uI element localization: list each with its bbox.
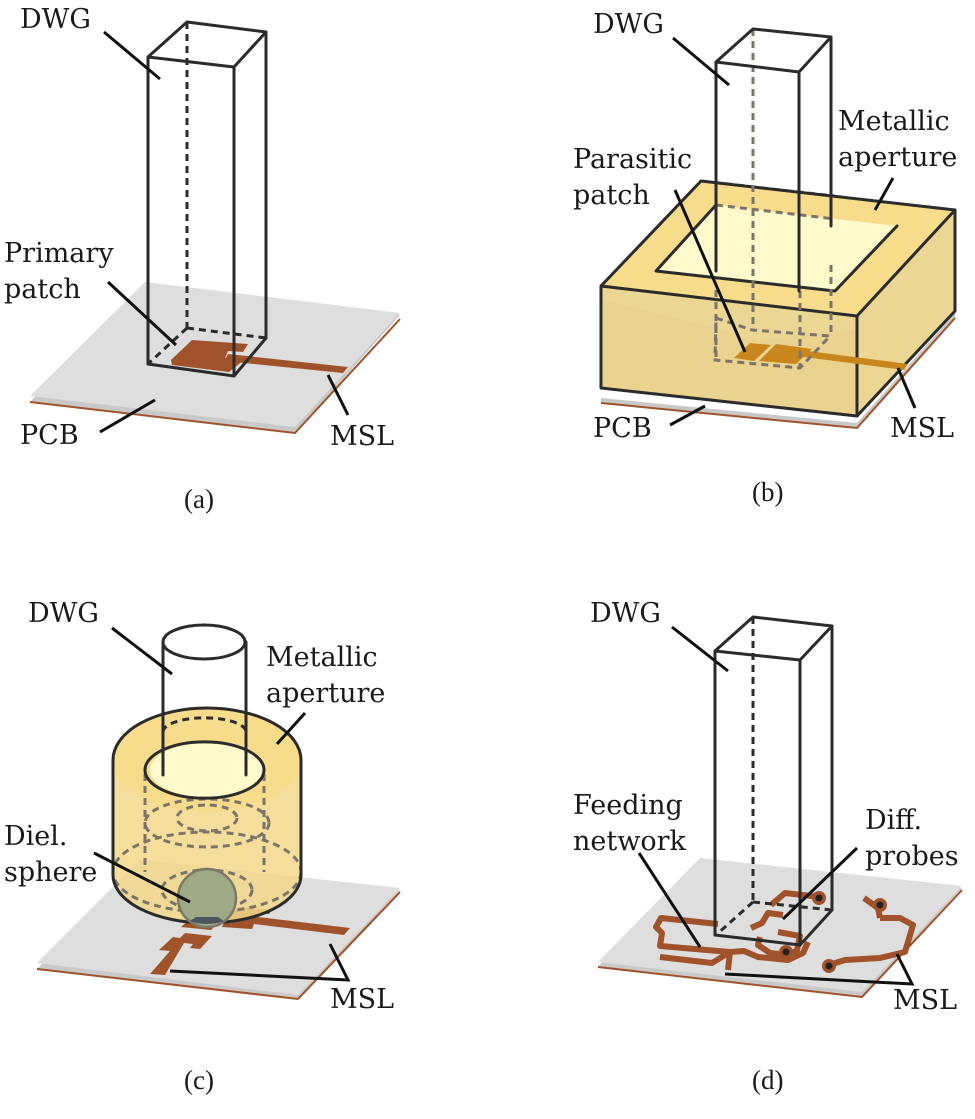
leader-dwg [671, 625, 729, 673]
label-dwg: DWG [593, 9, 664, 40]
label-parasitic-line2: patch [573, 180, 650, 211]
label-diff-line1: Diff. [865, 805, 922, 836]
leader-dwg [672, 36, 730, 87]
caption-a: (a) [184, 484, 214, 514]
leader-metallic-aperture [275, 711, 307, 746]
label-metallic-line1: Metallic [838, 106, 950, 137]
caption-c: (c) [184, 1065, 214, 1095]
feeding-network [653, 890, 916, 971]
leader-diff-probes [781, 846, 859, 921]
caption-d: (d) [752, 1065, 783, 1095]
label-parasitic-line1: Parasitic [573, 144, 692, 175]
panel-b: DWG Metallic aperture Parasitic patch PC… [573, 9, 957, 507]
leader-dwg [111, 626, 173, 676]
vias [779, 891, 887, 973]
leader-feeding-network [637, 852, 702, 948]
label-pcb: PCB [20, 420, 79, 451]
pcb-board [600, 313, 956, 430]
label-diel-line2: sphere [4, 857, 97, 888]
leader-msl [326, 374, 350, 416]
leader-parasitic-patch [673, 189, 747, 353]
leader-msl [724, 953, 915, 986]
dielectric-waveguide [713, 615, 834, 947]
leader-dielectric-sphere [93, 851, 191, 904]
label-metallic-line2: aperture [266, 678, 385, 709]
label-diff-line2: probes [865, 841, 959, 872]
label-primary-patch-line2: patch [4, 274, 81, 305]
label-metallic-line1: Metallic [266, 642, 378, 673]
label-dwg: DWG [28, 598, 99, 629]
caption-b: (b) [752, 477, 783, 507]
label-feeding-line2: network [573, 826, 686, 857]
label-msl: MSL [890, 413, 954, 444]
leader-dwg [103, 30, 161, 81]
leader-msl [169, 943, 351, 982]
leader-msl [896, 367, 917, 409]
label-msl: MSL [893, 985, 957, 1016]
label-primary-patch-line1: Primary [4, 238, 114, 269]
panel-c: DWG Metallic aperture Diel. sphere MSL (… [4, 598, 401, 1095]
label-feeding-line1: Feeding [573, 790, 683, 821]
leader-primary-patch [106, 280, 178, 347]
leader-pcb [669, 404, 706, 427]
dielectric-sphere [176, 867, 238, 929]
dielectric-waveguide [161, 623, 248, 777]
label-diel-line1: Diel. [4, 821, 67, 852]
dielectric-waveguide [714, 27, 833, 368]
label-pcb: PCB [593, 413, 652, 444]
panel-a: DWG Primary patch PCB MSL (a) [4, 4, 401, 514]
primary-patch [171, 340, 348, 373]
label-msl: MSL [330, 421, 394, 452]
label-msl: MSL [330, 984, 394, 1015]
probe-trace [749, 910, 784, 931]
parasitic-patch [713, 316, 908, 370]
label-dwg: DWG [20, 4, 91, 35]
microstrip-line [796, 350, 908, 370]
leader-pcb [99, 398, 156, 434]
label-dwg: DWG [590, 598, 661, 629]
label-metallic-line2: aperture [838, 142, 957, 173]
metallic-aperture [111, 706, 303, 925]
microstrip-line [224, 354, 348, 373]
leader-metallic-aperture [873, 177, 895, 211]
dielectric-waveguide [146, 20, 268, 378]
panel-d: DWG Feeding network Diff. probes MSL (d) [573, 598, 963, 1095]
